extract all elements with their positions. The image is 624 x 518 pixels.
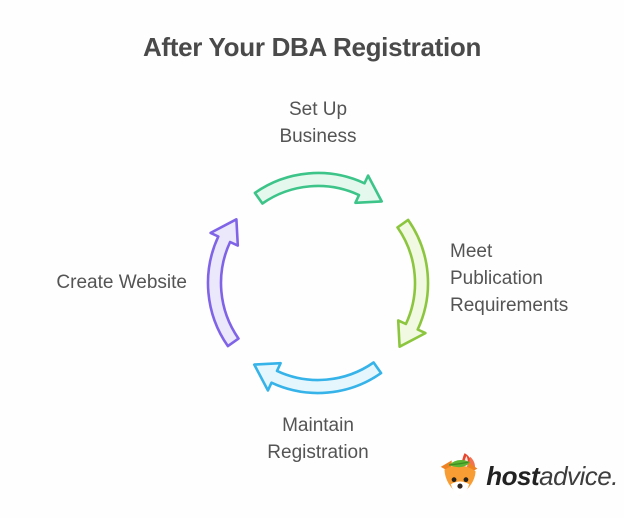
step-label-set-up-business: Set Up Business [279,99,357,147]
fox-mascot-icon [440,453,478,496]
cycle-arrow-bottom [253,361,383,395]
cycle-arrow-right [396,218,430,348]
hostadvice-logo: hostadvice. [438,452,618,500]
logo-text-host: host [486,460,540,491]
step-label-create-website: Create Website [56,272,187,293]
logo-text-advice: advice. [539,460,618,491]
step-label-maintain-registration: Maintain Registration [267,415,369,463]
cycle-arrow-left [206,218,240,348]
page-title: After Your DBA Registration [142,32,482,62]
cycle-arrow-top [253,171,383,205]
step-label-meet-publication-requirements: Meet Publication Requirements [450,241,569,316]
logo-wordmark: hostadvice. [486,461,618,492]
